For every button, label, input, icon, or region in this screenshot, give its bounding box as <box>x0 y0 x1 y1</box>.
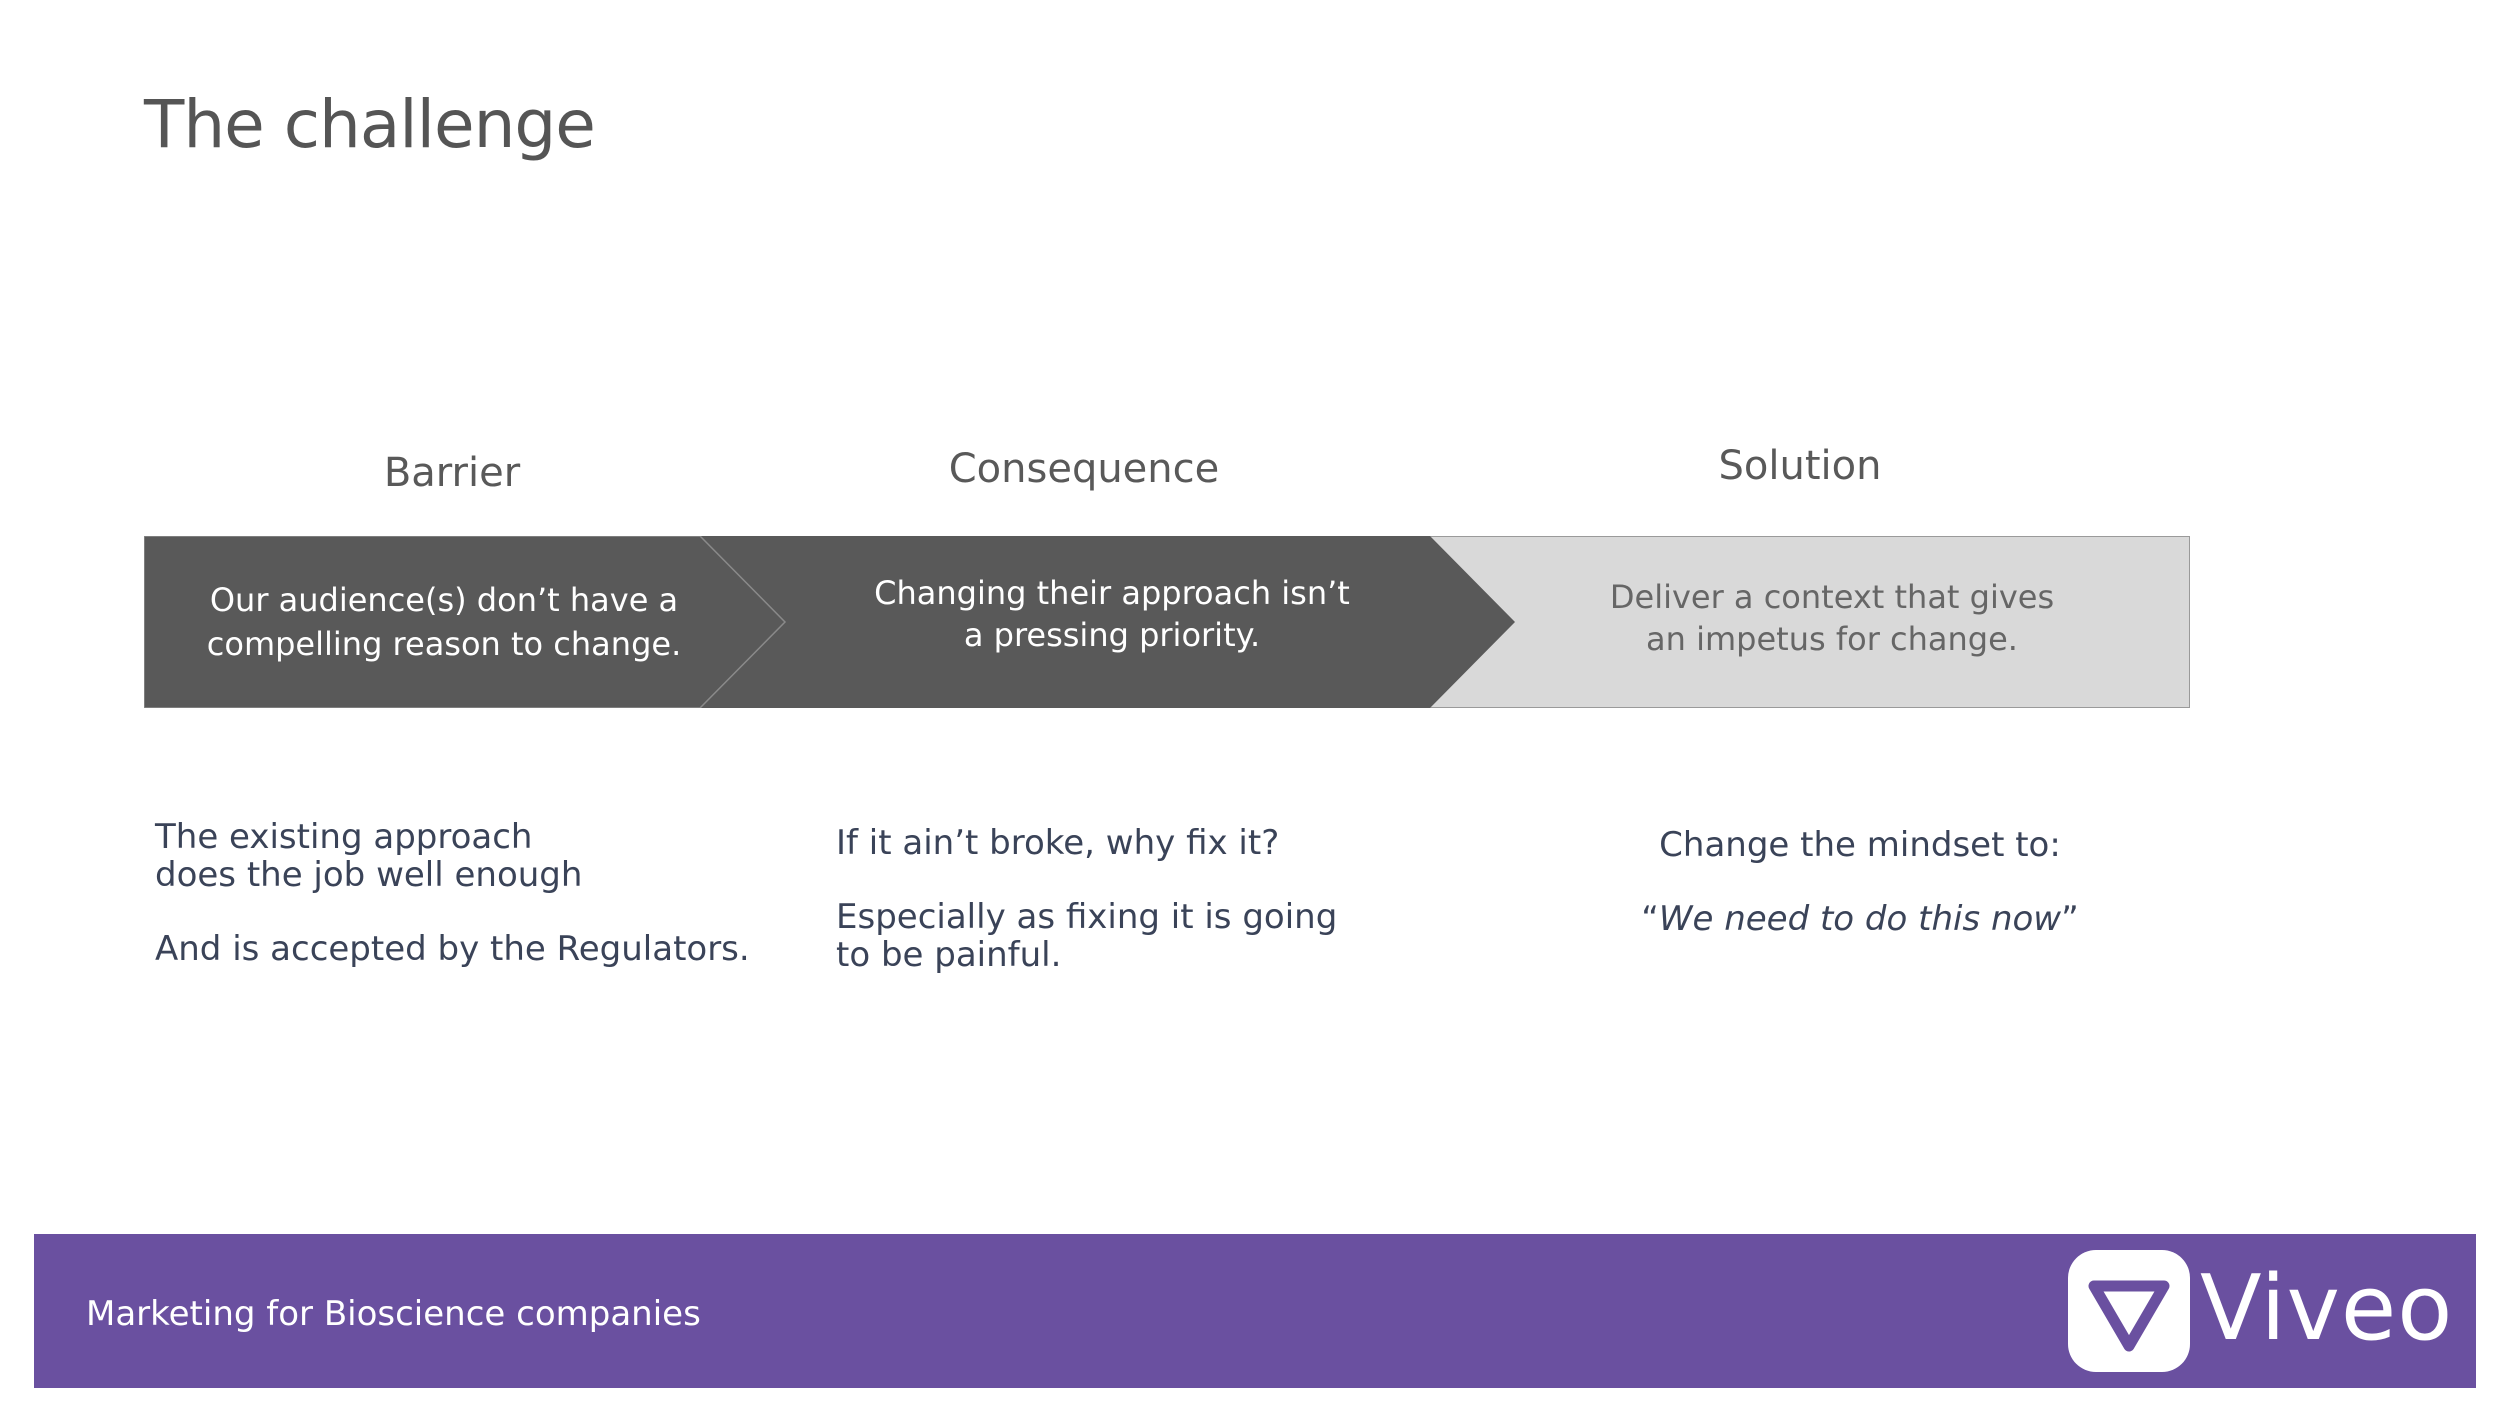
consequence-box-line-2: a pressing priority. <box>963 616 1261 654</box>
footer-tagline: Marketing for Bioscience companies <box>86 1294 701 1334</box>
barrier-detail-line: The existing approach <box>155 817 533 857</box>
close-quote-mark: ” <box>2061 899 2079 939</box>
viveo-triangle-icon <box>2068 1250 2190 1372</box>
solution-box-line-1: Deliver a context that gives <box>1609 578 2055 616</box>
consequence-detail-line: If it ain’t broke, why fix it? <box>836 823 1280 863</box>
page-title: The challenge <box>144 86 596 163</box>
stage-label-consequence: Consequence <box>948 446 1220 492</box>
barrier-box-line-1: Our audience(s) don’t have a <box>209 581 679 619</box>
barrier-box-line-2: compelling reason to change. <box>206 625 682 663</box>
solution-box-line-2: an impetus for change. <box>1646 620 2018 658</box>
solution-quote: “We need to do this now” <box>1540 900 2180 938</box>
process-chevrons <box>144 536 2190 708</box>
chevron-barrier <box>144 536 787 708</box>
consequence-detail-line: Especially as fixing it is going <box>836 897 1338 937</box>
viveo-logo-text: Viveo <box>2200 1256 2454 1361</box>
consequence-box-text: Changing their approach isn’t a pressing… <box>852 572 1372 656</box>
barrier-box-text: Our audience(s) don’t have a compelling … <box>184 578 704 666</box>
consequence-details: If it ain’t broke, why fix it? Especiall… <box>836 824 1337 974</box>
chevron-consequence <box>700 536 1515 708</box>
solution-box-text: Deliver a context that gives an impetus … <box>1572 576 2092 660</box>
barrier-detail-line: And is accepted by the Regulators. <box>155 929 750 969</box>
barrier-detail-line: does the job well enough <box>155 855 583 895</box>
consequence-detail-line: to be painful. <box>836 935 1062 975</box>
stage-label-barrier: Barrier <box>383 450 521 496</box>
stage-label-solution: Solution <box>1718 443 1882 489</box>
barrier-details: The existing approach does the job well … <box>155 818 750 968</box>
solution-quote-text: We need to do this now <box>1658 899 2062 939</box>
solution-details: Change the mindset to: “We need to do th… <box>1540 826 2180 938</box>
solution-intro: Change the mindset to: <box>1659 825 2061 865</box>
open-quote-mark: “ <box>1641 899 1659 939</box>
consequence-box-line-1: Changing their approach isn’t <box>874 574 1350 612</box>
